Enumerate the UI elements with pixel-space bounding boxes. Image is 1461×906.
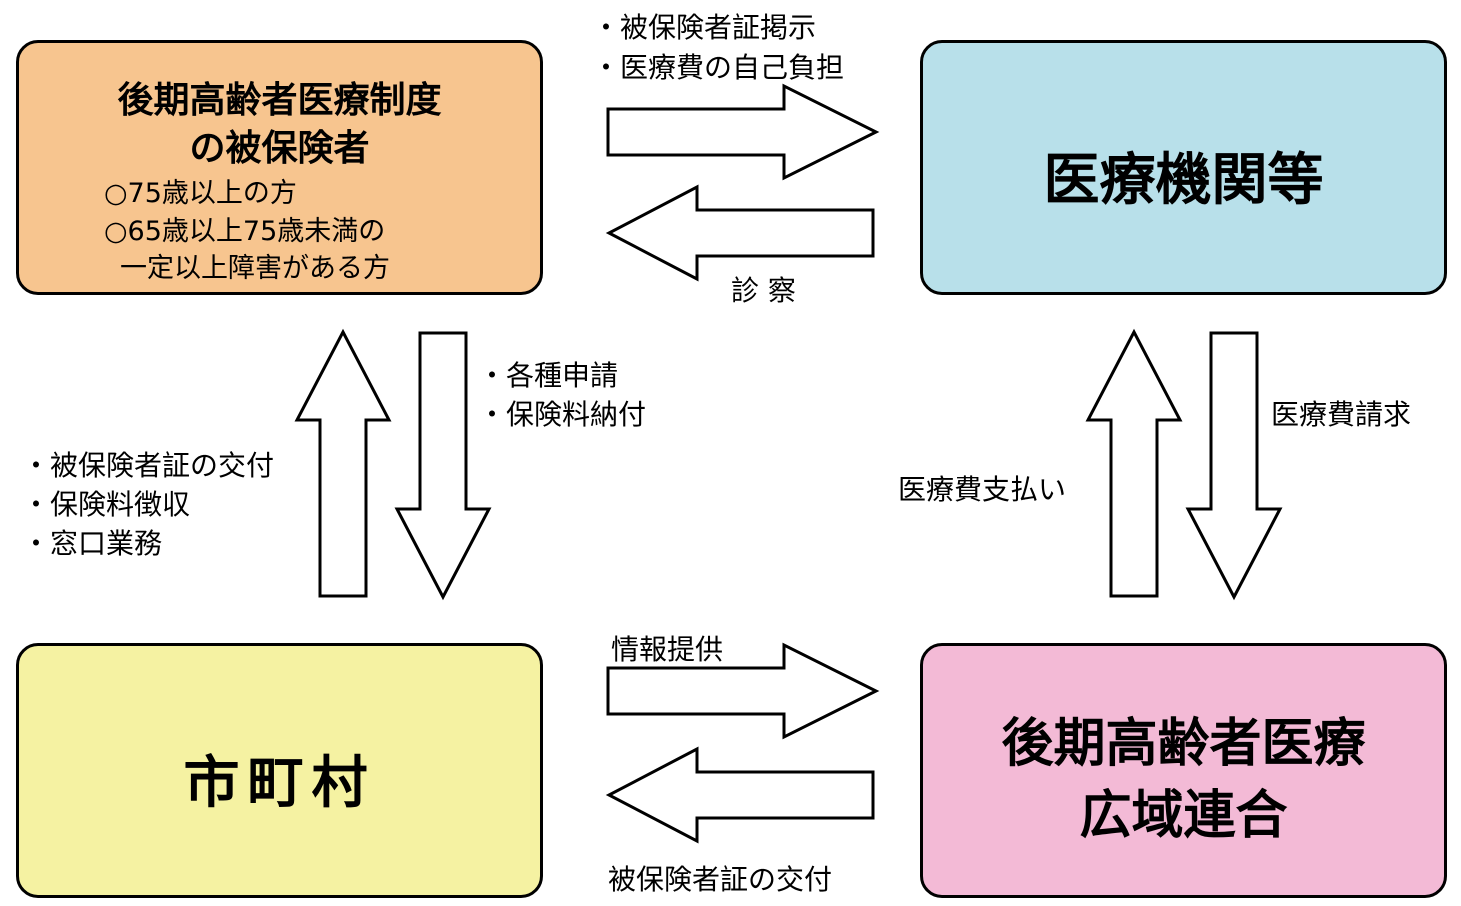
label-applications: ・各種申請 bbox=[478, 359, 619, 392]
arrow-left-medical-to-insured bbox=[605, 184, 875, 282]
municipality-box: 市町村 bbox=[16, 643, 543, 898]
arrow-up-union-to-medical bbox=[1085, 328, 1183, 598]
municipality-title: 市町村 bbox=[183, 751, 376, 816]
insured-title-line2: の被保険者 bbox=[189, 128, 370, 169]
insured-title-line1: 後期高齢者医療制度 bbox=[117, 80, 442, 121]
label-counter-services: ・窓口業務 bbox=[22, 527, 163, 560]
label-card-issuance-bottom: 被保険者証の交付 bbox=[608, 863, 833, 896]
arrow-left-union-to-municipality bbox=[605, 746, 875, 844]
arrow-right-municipality-to-union bbox=[606, 642, 880, 740]
insured-note-age75: ○75歳以上の方 bbox=[104, 178, 297, 209]
label-card-issuance: ・被保険者証の交付 bbox=[22, 449, 275, 482]
label-premium-collection: ・保険料徴収 bbox=[22, 488, 191, 521]
label-medical-billing: 医療費請求 bbox=[1271, 398, 1412, 431]
arrow-down-insured-to-municipality bbox=[394, 331, 492, 601]
insured-person-box: 後期高齢者医療制度 の被保険者 ○75歳以上の方 ○65歳以上75歳未満の 一定… bbox=[16, 40, 543, 295]
insured-note-age65: ○65歳以上75歳未満の bbox=[104, 216, 386, 247]
arrow-down-medical-to-union bbox=[1185, 331, 1283, 601]
arrow-up-municipality-to-insured bbox=[294, 328, 392, 598]
label-medical-payment: 医療費支払い bbox=[898, 473, 1067, 506]
union-title-line2: 広域連合 bbox=[1079, 786, 1288, 846]
medical-institution-box: 医療機関等 bbox=[920, 40, 1447, 295]
label-premium-payment: ・保険料納付 bbox=[478, 398, 647, 431]
union-title-line1: 後期高齢者医療 bbox=[1001, 714, 1366, 774]
medical-title: 医療機関等 bbox=[1043, 148, 1324, 213]
arrow-right-insured-to-medical bbox=[606, 83, 880, 181]
insured-note-disability: 一定以上障害がある方 bbox=[120, 253, 390, 284]
label-information-provision: 情報提供 bbox=[611, 633, 724, 666]
label-insurance-card-display: ・被保険者証掲示 bbox=[592, 11, 817, 44]
wide-area-union-box: 後期高齢者医療 広域連合 bbox=[920, 643, 1447, 898]
label-self-pay: ・医療費の自己負担 bbox=[592, 51, 845, 84]
label-examination: 診 察 bbox=[731, 274, 796, 307]
